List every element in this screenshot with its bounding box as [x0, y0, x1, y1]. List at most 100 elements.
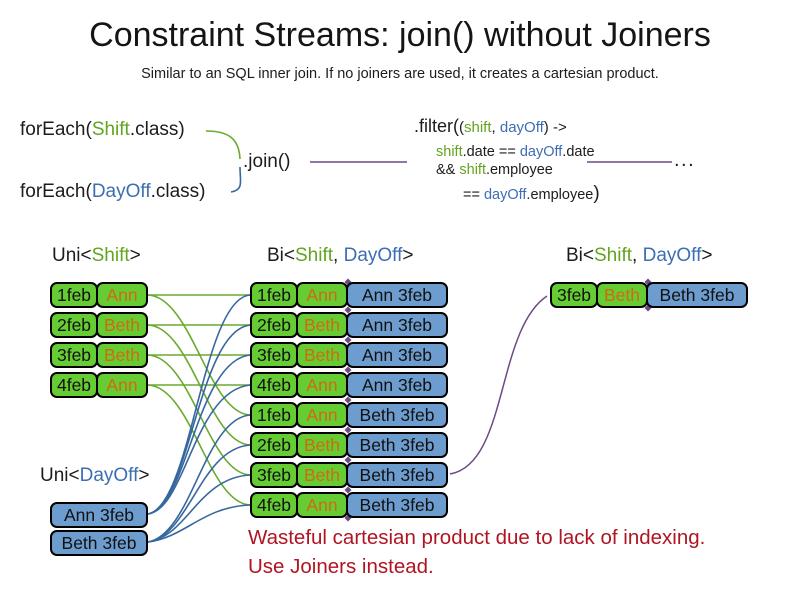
label-fragment: Bi<: [566, 245, 594, 266]
label-fragment: >: [701, 245, 713, 266]
date-cell: 1feb: [250, 402, 298, 428]
code-join: .join(): [243, 151, 291, 172]
label-fragment: Bi<: [267, 245, 295, 266]
dayoff-to-product-lines: [147, 294, 251, 543]
warning-line2: Use Joiners instead.: [248, 554, 434, 578]
product-to-filtered-line: [449, 295, 548, 475]
code-fragment-dayoff: dayOff: [519, 144, 563, 160]
date-cell: 3feb: [250, 342, 298, 368]
pair-cell: Ann 3feb: [346, 342, 448, 368]
code-fragment: (: [459, 119, 464, 136]
label-fragment: >: [129, 245, 141, 266]
name-cell: Beth: [296, 312, 348, 338]
table-row: Beth 3feb: [50, 530, 248, 556]
name-cell: Beth: [96, 342, 148, 368]
pair-cell: Beth 3feb: [346, 462, 448, 488]
name-cell: Beth: [596, 282, 648, 308]
code-foreach-dayoff: forEach(DayOff.class): [20, 181, 206, 203]
code-fragment: .employee: [485, 162, 553, 178]
label-fragment-shift: Shift: [594, 245, 633, 266]
code-fragment: ,: [491, 119, 500, 136]
name-cell: Ann: [296, 492, 348, 518]
name-cell: Beth: [296, 342, 348, 368]
pair-junction-markers: [344, 278, 652, 522]
code-fragment: ): [593, 183, 600, 204]
date-cell: 4feb: [250, 492, 298, 518]
date-cell: 1feb: [250, 282, 298, 308]
code-fragment: forEach(: [20, 181, 92, 202]
code-fragment-dayoff: dayOff: [483, 187, 527, 203]
code-fragment: .class): [150, 181, 206, 202]
label-fragment-shift: Shift: [295, 245, 334, 266]
label-fragment: Uni<: [40, 465, 80, 486]
code-fragment-shift: Shift: [91, 119, 130, 140]
label-fragment-shift: Shift: [91, 245, 130, 266]
pair-cell: Beth 3feb: [646, 282, 748, 308]
code-fragment-shift: shift: [464, 119, 492, 136]
code-fragment-dayoff: DayOff: [91, 181, 151, 202]
date-cell: 3feb: [550, 282, 598, 308]
label-fragment: ,: [632, 245, 643, 266]
name-cell: Ann: [96, 372, 148, 398]
date-cell: 1feb: [50, 282, 98, 308]
junction-diamond: [344, 426, 352, 434]
name-cell: Ann: [296, 282, 348, 308]
code-filter-line2: shift.date == dayOff.date: [436, 144, 595, 160]
label-fragment: >: [138, 465, 150, 486]
pair-cell: Beth 3feb: [346, 432, 448, 458]
code-ellipsis: ...: [674, 149, 696, 171]
code-fragment-shift: shift: [436, 144, 463, 160]
name-cell: Ann: [296, 372, 348, 398]
code-fragment: .employee: [526, 187, 594, 203]
code-foreach-shift: forEach(Shift.class): [20, 119, 185, 141]
code-filter-line3: && shift.employee: [436, 162, 553, 178]
pair-cell: Beth 3feb: [346, 492, 448, 518]
junction-diamond: [344, 486, 352, 494]
junction-diamond: [344, 456, 352, 464]
date-cell: 2feb: [50, 312, 98, 338]
name-cell: Beth: [96, 312, 148, 338]
date-cell: 3feb: [250, 462, 298, 488]
name-cell: Ann: [96, 282, 148, 308]
table-row: Ann 3feb: [50, 502, 248, 528]
label-fragment: ,: [333, 245, 344, 266]
label-fragment-dayoff: DayOff: [343, 245, 403, 266]
bi-product-label: Bi<Shift, DayOff>: [267, 245, 413, 267]
bi-filtered-label: Bi<Shift, DayOff>: [566, 245, 712, 267]
pair-cell: Ann 3feb: [50, 502, 148, 528]
foreach-to-join-brace: [205, 130, 242, 193]
date-cell: 4feb: [50, 372, 98, 398]
name-cell: Beth: [296, 432, 348, 458]
code-filter-line1: .filter((shift, dayOff) ->: [414, 116, 567, 137]
code-fragment: forEach(: [20, 119, 92, 140]
code-fragment: .date: [562, 144, 595, 160]
slide-subtitle: Similar to an SQL inner join. If no join…: [141, 66, 659, 82]
label-fragment-dayoff: DayOff: [79, 465, 139, 486]
shift-to-product-lines: [147, 294, 251, 506]
code-fragment-dayoff: dayOff: [499, 119, 544, 136]
code-fragment: .class): [129, 119, 185, 140]
warning-text: Wasteful cartesian product due to lack o…: [248, 524, 705, 581]
code-filter-line4: == dayOff.employee): [463, 183, 600, 205]
label-fragment: Uni<: [52, 245, 92, 266]
uni-dayoff-label: Uni<DayOff>: [40, 465, 150, 487]
code-fragment: .date ==: [462, 144, 520, 160]
code-fragment: .filter(: [414, 116, 459, 136]
junction-diamond: [344, 396, 352, 404]
junction-diamond: [344, 336, 352, 344]
pair-cell: Beth 3feb: [346, 402, 448, 428]
code-fragment: ) ->: [543, 119, 567, 136]
